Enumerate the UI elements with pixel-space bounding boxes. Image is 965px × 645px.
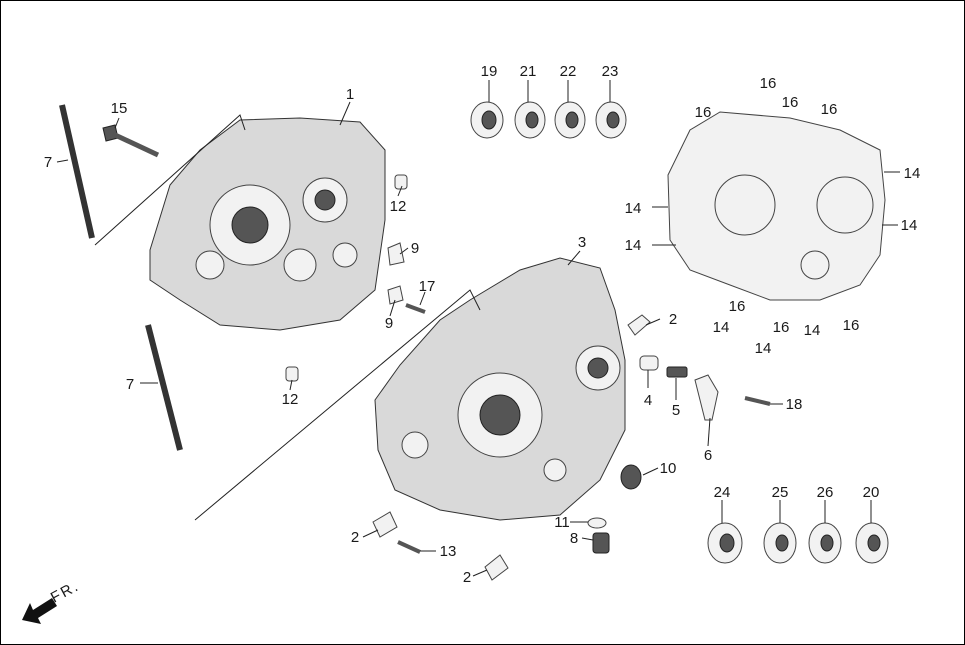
label-25: 25 [772,484,789,501]
front-direction-indicator: FR. [22,577,83,624]
label-14: 14 [901,217,918,234]
bearings-bottom-row [707,522,889,564]
label-18: 18 [786,396,803,413]
label-16: 16 [843,317,860,334]
label-2: 2 [669,311,677,328]
label-20: 20 [863,484,880,501]
left-crankcase-half [149,117,386,331]
label-12: 12 [390,198,407,215]
stud-bolts [59,104,183,451]
label-14: 14 [755,340,772,357]
label-23: 23 [602,63,619,80]
label-21: 21 [520,63,537,80]
label-26: 26 [817,484,834,501]
label-16: 16 [782,94,799,111]
label-13: 13 [440,543,457,560]
label-10: 10 [660,460,677,477]
label-16: 16 [821,101,838,118]
label-2: 2 [351,529,359,546]
label-8: 8 [570,530,578,547]
label-16: 16 [760,75,777,92]
label-22: 22 [560,63,577,80]
right-crankcase-half [374,257,626,521]
leader-lines [56,80,900,577]
small-parts [285,174,771,581]
label-24: 24 [714,484,731,501]
bolt-15 [102,124,160,158]
label-15: 15 [111,100,128,117]
leader-7-top [94,114,246,246]
label-17: 17 [419,278,436,295]
label-16: 16 [729,298,746,315]
label-14: 14 [804,322,821,339]
label-7: 7 [126,376,134,393]
label-14: 14 [625,237,642,254]
label-16: 16 [773,319,790,336]
label-14: 14 [904,165,921,182]
label-1: 1 [346,86,354,103]
label-4: 4 [644,392,652,409]
label-19: 19 [481,63,498,80]
bearings-top-row [470,101,627,139]
label-12: 12 [282,391,299,408]
front-label: FR. [48,577,83,606]
crankcase-gasket [667,111,886,301]
label-2: 2 [463,569,471,586]
part-labels: 1 2 2 2 3 4 5 6 7 7 8 9 9 10 11 12 12 13… [44,63,921,586]
label-9: 9 [411,240,419,257]
label-7: 7 [44,154,52,171]
label-9: 9 [385,315,393,332]
label-11: 11 [554,514,570,531]
label-14: 14 [713,319,730,336]
label-14: 14 [625,200,642,217]
label-3: 3 [578,234,586,251]
label-16: 16 [695,104,712,121]
front-arrow-icon [22,598,57,624]
leader-7-bottom [194,289,481,521]
label-6: 6 [704,447,712,464]
label-5: 5 [672,402,680,419]
